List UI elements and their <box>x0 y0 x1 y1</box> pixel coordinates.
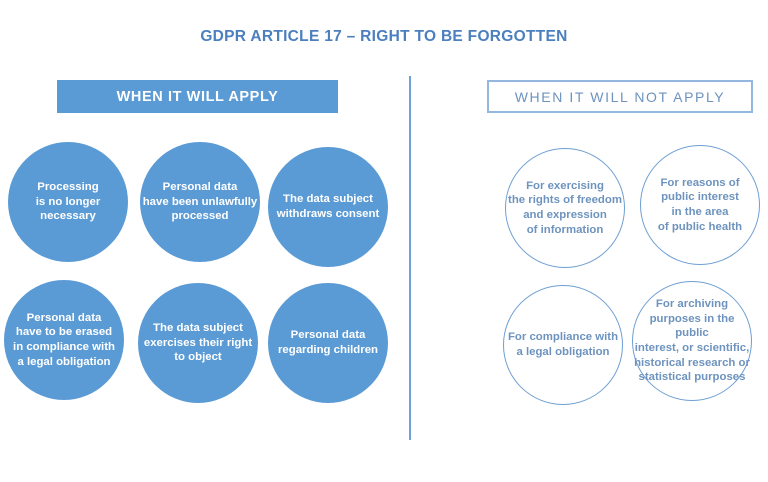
condition-circle: Personal data have to be erased in compl… <box>4 280 124 400</box>
condition-text: Personal data have been unlawfully proce… <box>140 180 260 224</box>
text-line: public interest <box>661 191 739 204</box>
text-line: a legal obligation <box>17 355 111 368</box>
condition-circle: Personal data regarding children <box>268 283 388 403</box>
condition-text: The data subject withdraws consent <box>268 192 388 221</box>
text-line: have to be erased <box>15 326 113 339</box>
exception-circle: For exercising the rights of freedom and… <box>505 148 625 268</box>
condition-circle: The data subject withdraws consent <box>268 147 388 267</box>
text-line: have been unlawfully <box>142 195 258 208</box>
condition-text: Personal data regarding children <box>268 328 388 357</box>
text-line: For exercising <box>526 179 604 192</box>
text-line: interest, or scientific, <box>634 342 750 354</box>
panel-divider <box>409 76 411 440</box>
header-label: WHEN IT WILL APPLY <box>116 88 279 105</box>
exception-text: For compliance with a legal obligation <box>504 330 622 359</box>
text-line: The data subject <box>283 193 373 206</box>
text-line: processed <box>171 210 229 223</box>
exception-text: For exercising the rights of freedom and… <box>506 179 624 237</box>
text-line: For archiving <box>655 298 729 311</box>
text-line: withdraws consent <box>276 208 380 220</box>
text-line: of public health <box>657 220 743 233</box>
text-line: and expression <box>523 209 607 221</box>
text-line: The data subject <box>153 322 243 335</box>
condition-circle: Personal data have been unlawfully proce… <box>140 142 260 262</box>
text-line: historical research or <box>634 356 750 369</box>
exception-text: For reasons of public interest in the ar… <box>641 176 759 234</box>
exception-circle: For reasons of public interest in the ar… <box>640 145 760 265</box>
condition-circle: Processing is no longer necessary <box>8 142 128 262</box>
text-line: Processing <box>37 181 99 194</box>
condition-circle: The data subject exercises their right t… <box>138 283 258 403</box>
text-line: Personal data <box>162 181 238 194</box>
text-line: statistical purposes <box>638 371 746 384</box>
exception-circle: For compliance with a legal obligation <box>503 285 623 405</box>
text-line: the rights of freedom <box>508 194 622 207</box>
header-label: WHEN IT WILL NOT APPLY <box>514 88 726 105</box>
text-line: a legal obligation <box>516 346 610 358</box>
text-line: in compliance with <box>13 341 115 353</box>
text-line: Personal data <box>290 329 366 342</box>
condition-text: Personal data have to be erased in compl… <box>4 311 124 369</box>
exception-text: For archiving purposes in the public int… <box>633 297 751 385</box>
text-line: to object <box>174 351 222 364</box>
text-line: of information <box>526 223 604 236</box>
text-line: purposes in the public <box>649 312 735 340</box>
header-when-it-will-not-apply: WHEN IT WILL NOT APPLY <box>487 80 753 113</box>
text-line: is no longer <box>35 195 101 208</box>
page-title: GDPR ARTICLE 17 – RIGHT TO BE FORGOTTEN <box>200 28 568 45</box>
header-when-it-will-apply: WHEN IT WILL APPLY <box>57 80 338 113</box>
text-line: For compliance with <box>507 331 619 344</box>
condition-text: Processing is no longer necessary <box>8 180 128 224</box>
text-line: For reasons of <box>660 176 740 189</box>
condition-text: The data subject exercises their right t… <box>138 321 258 365</box>
text-line: regarding children <box>277 344 378 356</box>
text-line: necessary <box>40 210 96 223</box>
text-line: Personal data <box>26 311 102 324</box>
exception-circle: For archiving purposes in the public int… <box>632 281 752 401</box>
text-line: in the area <box>671 206 729 218</box>
text-line: exercises their right <box>143 336 253 349</box>
